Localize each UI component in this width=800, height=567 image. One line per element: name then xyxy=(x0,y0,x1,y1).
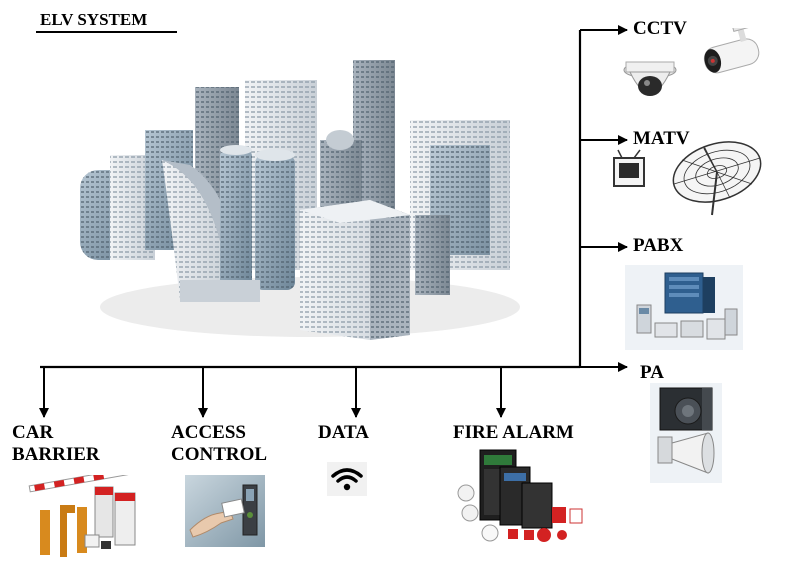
matv-label: MATV xyxy=(633,128,690,149)
pa-label: PA xyxy=(640,362,664,383)
car-barrier-label-line2: BARRIER xyxy=(12,444,100,465)
satellite-dish-icon xyxy=(613,141,762,216)
car-barrier-icon xyxy=(28,475,136,557)
telephone-exchange-icon xyxy=(625,265,743,350)
fire-alarm-panel-icon xyxy=(457,449,583,542)
access-control-label-line2: CONTROL xyxy=(171,444,268,465)
speaker-icon xyxy=(650,383,722,483)
fire-alarm-label: FIRE ALARM xyxy=(453,422,574,443)
data-label: DATA xyxy=(318,422,370,443)
diagram-title: ELV SYSTEM xyxy=(40,10,148,29)
access-control-label-line1: ACCESS xyxy=(171,422,246,443)
title-underline xyxy=(36,31,177,33)
pabx-label: PABX xyxy=(633,235,684,256)
wifi-icon xyxy=(327,462,367,496)
car-barrier-label-line1: CAR xyxy=(12,422,54,443)
cctv-camera-icon xyxy=(623,28,760,96)
card-reader-icon xyxy=(185,475,265,547)
cctv-label: CCTV xyxy=(633,18,687,39)
buildings-illustration xyxy=(80,60,520,340)
